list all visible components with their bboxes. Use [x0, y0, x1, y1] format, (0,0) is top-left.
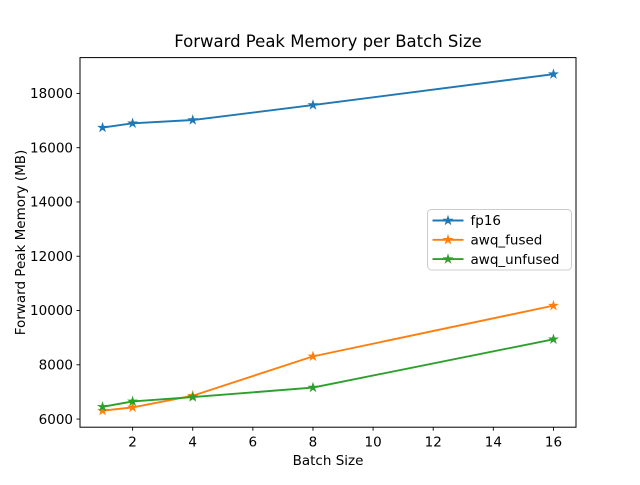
- x-tick-label: 16: [545, 435, 562, 451]
- series-marker-awq_fused: [307, 350, 319, 362]
- x-tick-label: 10: [364, 435, 381, 451]
- legend-marker-awq_fused: [442, 234, 454, 245]
- y-tick-label: 16000: [30, 140, 73, 156]
- legend-box: [427, 209, 572, 271]
- x-axis-label: Batch Size: [293, 453, 364, 469]
- legend-item-awq_unfused: awq_unfused: [432, 252, 560, 268]
- legend-label-awq_fused: awq_fused: [471, 233, 543, 249]
- plot-border: [79, 57, 577, 428]
- legend-item-fp16: fp16: [432, 213, 502, 229]
- legend-marker-awq_unfused: [442, 253, 454, 264]
- legend: fp16 awq_fused awq_unfused: [427, 209, 572, 271]
- legend-label-awq_unfused: awq_unfused: [471, 252, 560, 268]
- legend-marker-fp16: [442, 214, 454, 226]
- x-tick-label: 2: [128, 435, 137, 451]
- chart-title: Forward Peak Memory per Batch Size: [174, 32, 482, 51]
- series-marker-awq_fused: [127, 401, 139, 413]
- plot-area: 2 4 6 8 10 12 14 16 6000 8000 10000 12000 14000 16000…: [30, 57, 577, 451]
- series-marker-awq_unfused: [547, 333, 559, 344]
- y-axis-label: Forward Peak Memory (MB): [13, 150, 29, 336]
- series-line-fp16: [101, 73, 555, 129]
- y-tick-label: 8000: [39, 357, 73, 373]
- series-marker-awq_fused: [547, 299, 559, 311]
- series-marker-awq_unfused: [307, 381, 319, 393]
- legend-item-awq_fused: awq_fused: [432, 233, 543, 249]
- series-marker-awq_unfused: [127, 395, 139, 407]
- x-tick-label: 8: [309, 435, 318, 451]
- y-tick-label: 18000: [30, 86, 73, 102]
- y-tick-label: 10000: [30, 303, 73, 319]
- series-marker-fp16: [307, 99, 319, 110]
- x-tick-label: 4: [188, 435, 197, 451]
- series-marker-fp16: [97, 121, 109, 133]
- series-marker-fp16: [547, 68, 559, 79]
- series-line-awq_fused: [101, 304, 555, 412]
- x-tick-label: 14: [485, 435, 502, 451]
- series-marker-fp16: [187, 114, 199, 125]
- series-marker-awq_unfused: [97, 401, 109, 412]
- y-tick-label: 6000: [39, 412, 73, 428]
- y-tick-label: 14000: [30, 195, 73, 211]
- series-line-awq_unfused: [101, 338, 555, 408]
- legend-label-fp16: fp16: [471, 213, 502, 229]
- x-tick-label: 12: [425, 435, 442, 451]
- y-tick-label: 12000: [30, 249, 73, 265]
- series-marker-awq_fused: [97, 404, 109, 416]
- x-tick-label: 6: [249, 435, 258, 451]
- series-marker-awq_unfused: [187, 391, 199, 402]
- series-marker-fp16: [127, 117, 139, 128]
